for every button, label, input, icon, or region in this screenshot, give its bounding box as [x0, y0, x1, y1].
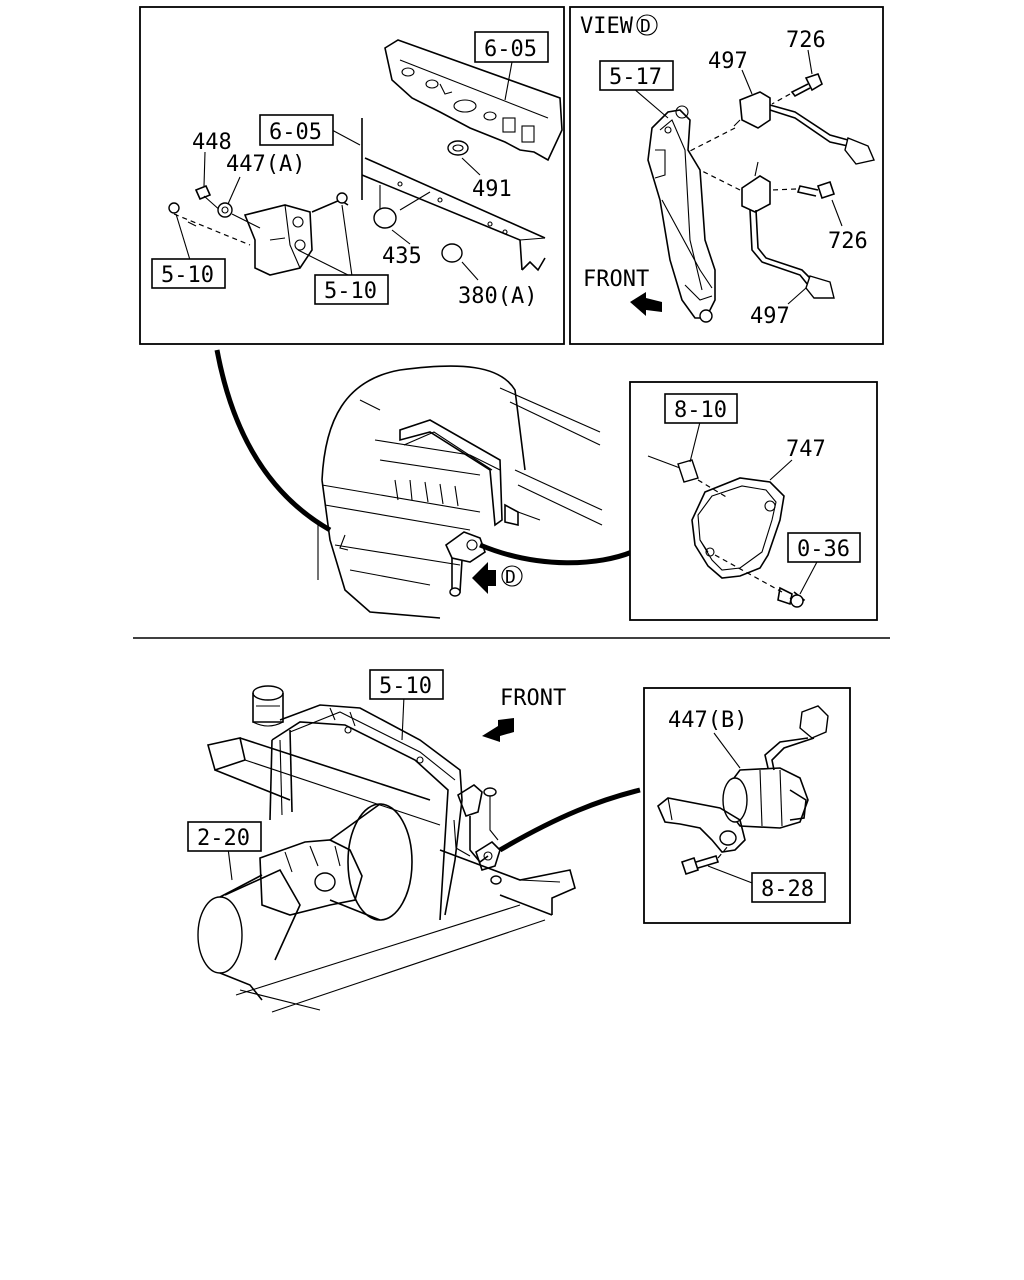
ref-box-0-36: [787, 532, 861, 563]
ref-6-05-mid: 6-05: [269, 120, 322, 145]
chassis-engine-view: FRONT 5-10 2-20: [187, 669, 641, 1013]
d-marker-circle: [501, 565, 523, 587]
ref-box-5-17: [599, 60, 674, 91]
view-d-pointer-icon: [472, 562, 496, 594]
part-497-top: 497: [708, 49, 748, 74]
ref-box-5-10-mid: [314, 274, 389, 305]
part-491: 491: [472, 177, 512, 202]
part-726-bottom: 726: [828, 229, 868, 254]
ref-box-8-28: [751, 872, 826, 903]
part-726-top: 726: [786, 28, 826, 53]
ref-box-2-20: [187, 821, 262, 852]
view-letter-circle: [636, 14, 658, 36]
front-label-view-d: FRONT: [583, 267, 649, 292]
part-747: 747: [786, 437, 826, 462]
part-497-bottom: 497: [750, 304, 790, 329]
ref-box-5-10-left: [151, 258, 226, 289]
ref-5-10-left: 5-10: [161, 263, 214, 288]
part-447a: 447(A): [226, 152, 305, 177]
ref-box-6-05-mid: [259, 114, 334, 146]
front-arrow-icon: [630, 292, 662, 316]
part-447b: 447(B): [668, 708, 747, 733]
d-marker: D: [505, 567, 516, 588]
ref-box-8-10: [664, 393, 738, 424]
part-435: 435: [382, 244, 422, 269]
ref-0-36: 0-36: [797, 537, 850, 562]
ref-5-17: 5-17: [609, 65, 662, 90]
cab-front-view: D: [214, 349, 633, 619]
ref-2-20: 2-20: [197, 826, 250, 851]
part-380a: 380(A): [458, 284, 537, 309]
panel-bracket-assembly: 6-05 6-05 5-10 5-10 448 447(A) 491 435 3…: [139, 6, 565, 345]
front-arrow-chassis-icon: [482, 718, 514, 742]
panel-view-d: VIEW D: [569, 6, 884, 345]
ref-5-10-mid: 5-10: [324, 279, 377, 304]
view-label: VIEW: [580, 14, 634, 39]
front-label-chassis: FRONT: [500, 686, 566, 711]
ref-8-28: 8-28: [761, 877, 814, 902]
part-448: 448: [192, 130, 232, 155]
view-letter: D: [640, 16, 651, 37]
ref-8-10: 8-10: [674, 398, 727, 423]
ref-box-6-05-top: [474, 31, 549, 63]
ref-5-10-bottom: 5-10: [379, 674, 432, 699]
panel-module-747: 8-10 0-36 747: [629, 381, 878, 621]
panel-actuator-447b: 8-28 447(B): [643, 687, 851, 924]
ref-box-5-10-bottom: [369, 669, 444, 700]
ref-6-05-top: 6-05: [484, 37, 537, 62]
